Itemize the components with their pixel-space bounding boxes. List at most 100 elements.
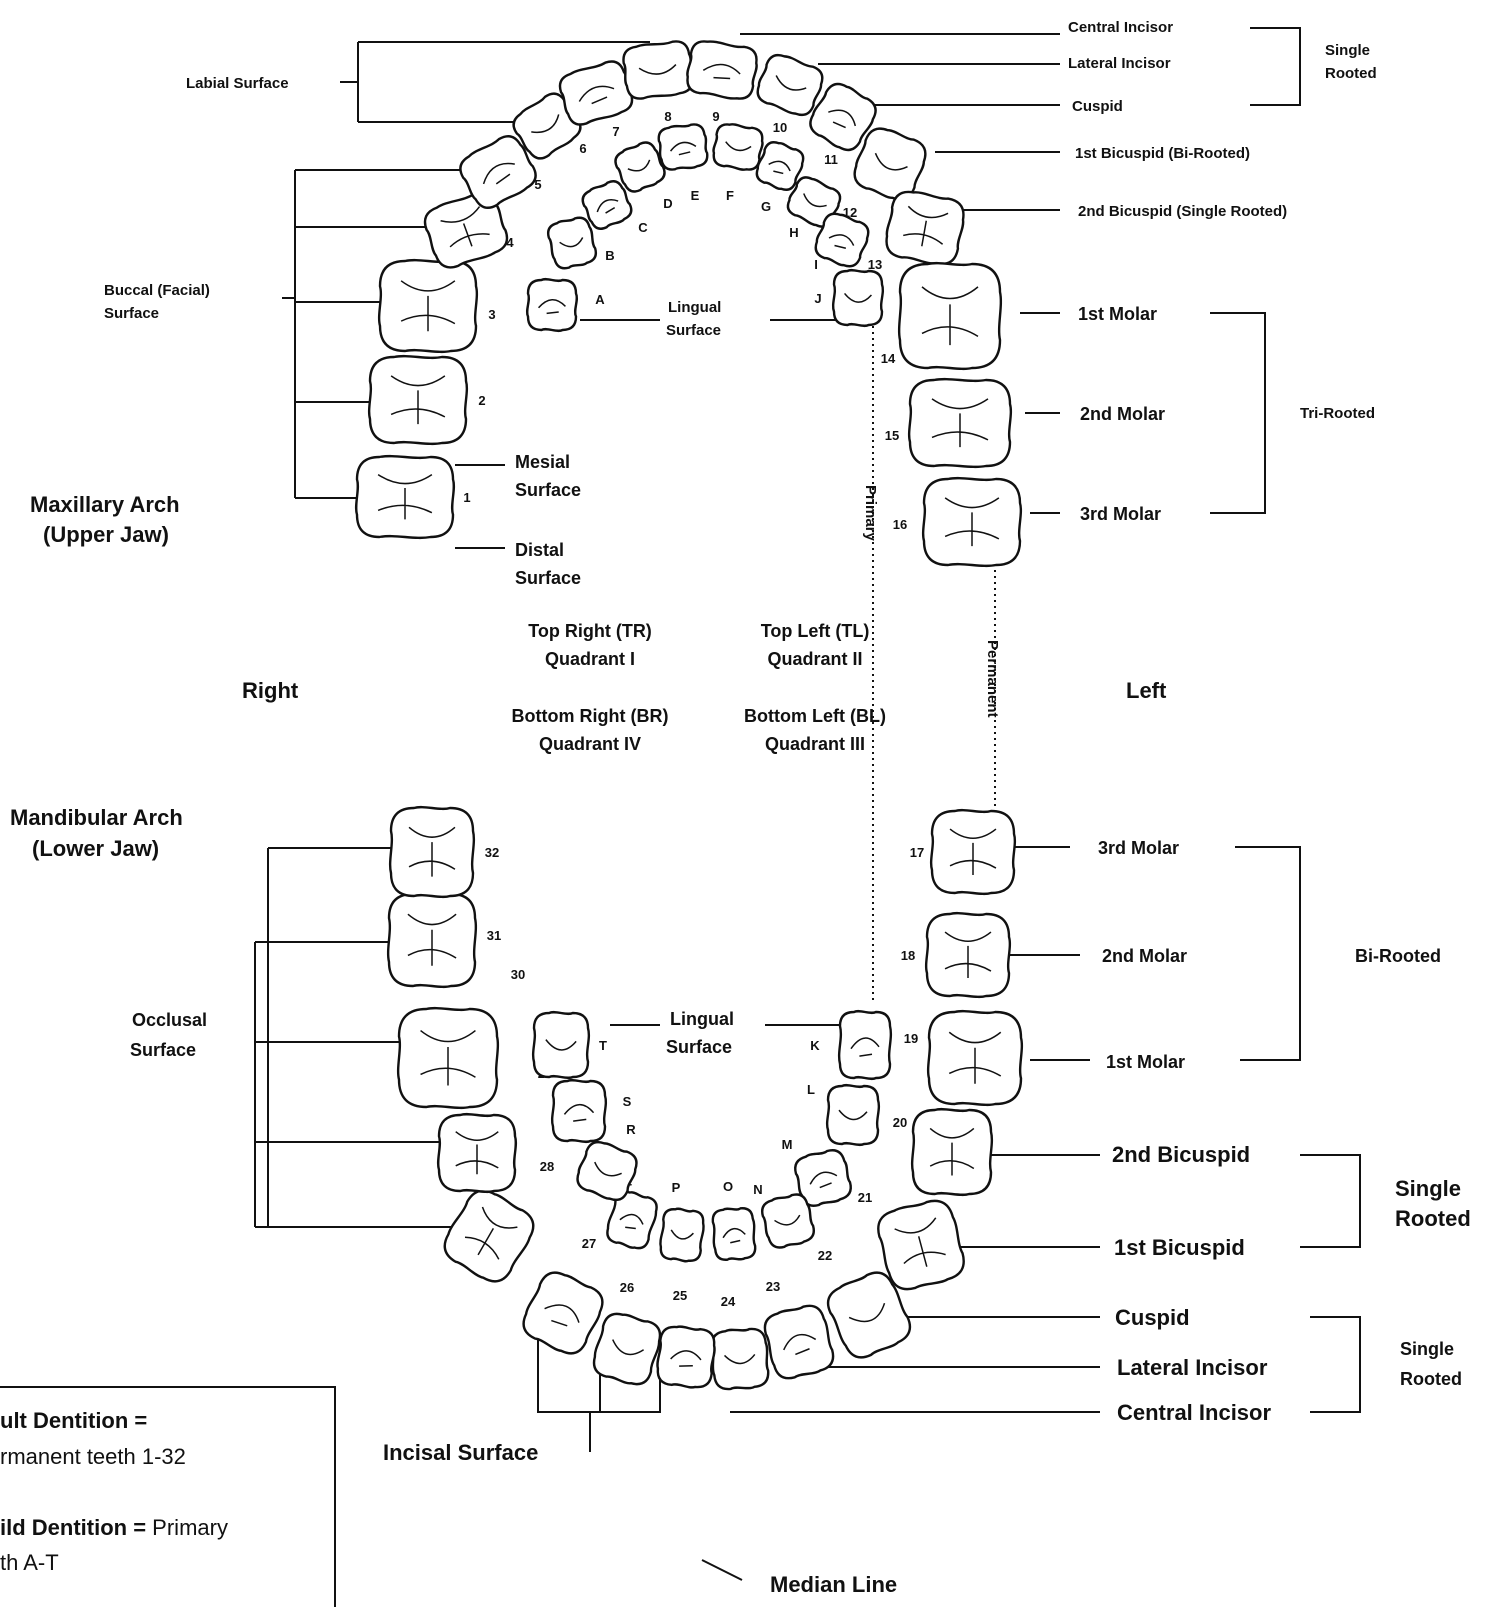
label-median-line: Median Line [770,1572,897,1597]
tooth [459,135,537,209]
tooth-number-label: 20 [893,1115,907,1130]
tooth [825,1083,881,1147]
label-quadrant-tl-2: Quadrant II [767,649,862,669]
tooth-groove [874,152,908,171]
tooth [686,40,758,100]
tooth-number-label: 19 [904,1031,918,1046]
tooth-number-label: E [691,188,700,203]
label-quadrant-br-2: Quadrant IV [539,734,641,754]
tooth-number-label: T [599,1038,607,1053]
tooth [814,212,870,268]
tooth-number-label: 21 [858,1190,872,1205]
tooth-number-label: 6 [579,141,586,156]
tooth-outline [786,176,842,228]
tooth [826,1271,912,1359]
tooth-outline [711,1207,757,1261]
tooth-groove [670,1350,702,1367]
tooth-number-label: H [789,225,798,240]
tooth [396,1006,500,1110]
tooth [606,1190,658,1250]
tooth-groove [850,1037,880,1057]
tooth-groove [828,109,857,129]
tooth-groove [596,199,619,214]
tooth-number-label: J [814,291,821,306]
tooth-number-label: 17 [910,845,924,860]
tooth-number-label: 16 [893,517,907,532]
tooth-outline [686,40,758,100]
tooth-number-label: 11 [824,152,838,167]
tooth-outline [459,135,537,209]
label-distal-2: Surface [515,568,581,588]
tooth-outline [825,1083,881,1147]
tooth-groove [803,193,827,208]
tooth-number-label: 27 [582,1236,596,1251]
tooth [558,60,634,126]
tooth-number-label: 18 [901,948,915,963]
tooth-outline [712,123,764,171]
tooth [929,808,1017,896]
tooth-groove [809,1171,838,1189]
label-upper-single-rooted-1: Single [1325,42,1370,59]
tooth [926,1009,1024,1107]
label-lower-central-incisor: Central Incisor [1117,1400,1271,1425]
tooth-outline [656,1325,716,1389]
label-upper-lingual-1: Lingual [668,299,721,316]
label-lower-lateral-incisor: Lateral Incisor [1117,1355,1268,1380]
label-upper-second-bicuspid: 2nd Bicuspid (Single Rooted) [1078,203,1287,220]
tooth-groove [455,1131,499,1175]
label-occlusal-1: Occlusal [132,1010,207,1030]
tooth-groove [619,1213,644,1230]
tooth-number-label: 2 [478,393,485,408]
tooth-number-label: 25 [673,1288,687,1303]
tooth-number-label: G [761,199,771,214]
tooth [710,1327,770,1391]
label-lower-first-bicuspid: 1st Bicuspid [1114,1235,1245,1260]
tooth-outline [576,1140,638,1202]
tooth-outline [531,1010,591,1080]
tooth-groove [627,159,651,172]
tooth-groove [464,1206,518,1260]
tooth-number-label: 3 [488,307,495,322]
tooth-outline [525,277,579,333]
label-maxillary-arch-1: Maxillary Arch [30,492,180,517]
label-quadrant-tr-1: Top Right (TR) [528,621,652,641]
tooth [910,1107,994,1197]
label-upper-cuspid: Cuspid [1072,98,1123,115]
tooth [367,354,469,446]
tooth [622,40,694,100]
legend-child-line: ild Dentition = Primary [0,1515,228,1540]
label-lower-second-molar: 2nd Molar [1102,946,1187,966]
tooth [512,92,582,160]
label-lower-lingual-1: Lingual [670,1009,734,1029]
tooth-number-label: 5 [534,177,541,192]
tooth-number-label: K [810,1038,820,1053]
tooth [377,258,479,354]
label-upper-central-incisor: Central Incisor [1068,19,1173,36]
tooth-number-label: S [623,1094,632,1109]
tooth-number-label: 7 [612,124,619,139]
tooth-groove [722,1228,746,1244]
tooth [522,1271,604,1355]
label-distal-1: Distal [515,540,564,560]
tooth-outline [512,92,582,160]
tooth-outline [546,216,598,270]
label-lower-first-molar: 1st Molar [1106,1052,1185,1072]
tooth [831,268,885,328]
tooth-groove [559,237,584,248]
tooth-number-label: M [782,1137,793,1152]
legend-adult-desc: rmanent teeth 1-32 [0,1444,186,1469]
tooth-outline [614,141,666,193]
label-lower-cuspid: Cuspid [1115,1305,1190,1330]
label-bi-rooted: Bi-Rooted [1355,946,1441,966]
tooth-groove [669,141,697,156]
tooth-outline [558,60,634,126]
tooth-groove [390,375,446,425]
tooth-groove [828,234,855,249]
tooth [794,1149,852,1207]
tooth-number-label: 30 [511,967,525,982]
tooth-number-label: 24 [721,1294,736,1309]
tooth-outline [814,212,870,268]
tooth [614,141,666,193]
